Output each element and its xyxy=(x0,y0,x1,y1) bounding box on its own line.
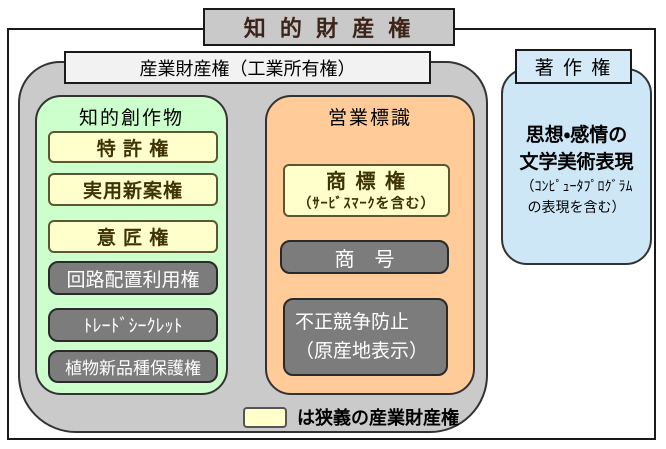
item-utility-model-right: 実用新案権 xyxy=(48,173,218,206)
item-circuit-layout-right: 回路配置利用権 xyxy=(48,261,218,295)
industrial-property-header: 産業財産権（工業所有権） xyxy=(64,51,431,84)
item-plant-variety-right: 植物新品種保護権 xyxy=(48,350,218,383)
intellectual-creations-title: 知的創作物 xyxy=(78,108,184,129)
business-marks-box: 営業標識 商 標 権 （ｻｰﾋﾞｽﾏｰｸを含む） 商 号 不正競争防止 （原産地… xyxy=(265,95,475,395)
item-trade-name: 商 号 xyxy=(280,240,449,274)
item-patent-right: 特 許 権 xyxy=(48,131,218,163)
copyright-body-line3: （ｺﾝﾋﾟｭｰﾀﾌﾟﾛｸﾞﾗﾑ xyxy=(520,178,633,194)
copyright-body-line2: 文学美術表現 xyxy=(519,152,634,173)
item-trademark-right: 商 標 権 （ｻｰﾋﾞｽﾏｰｸを含む） xyxy=(283,164,450,217)
legend-color-swatch xyxy=(243,407,287,428)
legend-label: は狭義の産業財産権 xyxy=(297,408,459,428)
item-trade-secret: ﾄﾚｰﾄﾞｼｰｸﾚｯﾄ xyxy=(48,308,218,342)
unfair-competition-label: 不正競争防止 xyxy=(295,312,410,333)
copyright-header: 著 作 権 xyxy=(515,49,632,84)
intellectual-creations-box: 知的創作物 特 許 権 実用新案権 意 匠 権 回路配置利用権 ﾄﾚｰﾄﾞｼｰｸ… xyxy=(35,95,228,395)
business-marks-title: 営業標識 xyxy=(327,108,412,129)
unfair-competition-note: （原産地表示） xyxy=(295,341,429,362)
item-unfair-competition: 不正競争防止 （原産地表示） xyxy=(283,298,448,376)
copyright-body-line1: 思想・感情の xyxy=(525,125,628,146)
trademark-label: 商 標 権 xyxy=(325,170,408,193)
copyright-body: 思想・感情の 文学美術表現 （ｺﾝﾋﾟｭｰﾀﾌﾟﾛｸﾞﾗﾑ の表現を含む） xyxy=(503,122,650,218)
item-design-right: 意 匠 権 xyxy=(48,220,218,253)
trademark-note: （ｻｰﾋﾞｽﾏｰｸを含む） xyxy=(297,194,436,211)
copyright-box: 思想・感情の 文学美術表現 （ｺﾝﾋﾟｭｰﾀﾌﾟﾛｸﾞﾗﾑ の表現を含む） xyxy=(501,68,652,265)
copyright-body-line4: の表現を含む） xyxy=(527,199,626,215)
diagram-title: 知 的 財 産 権 xyxy=(203,8,455,46)
